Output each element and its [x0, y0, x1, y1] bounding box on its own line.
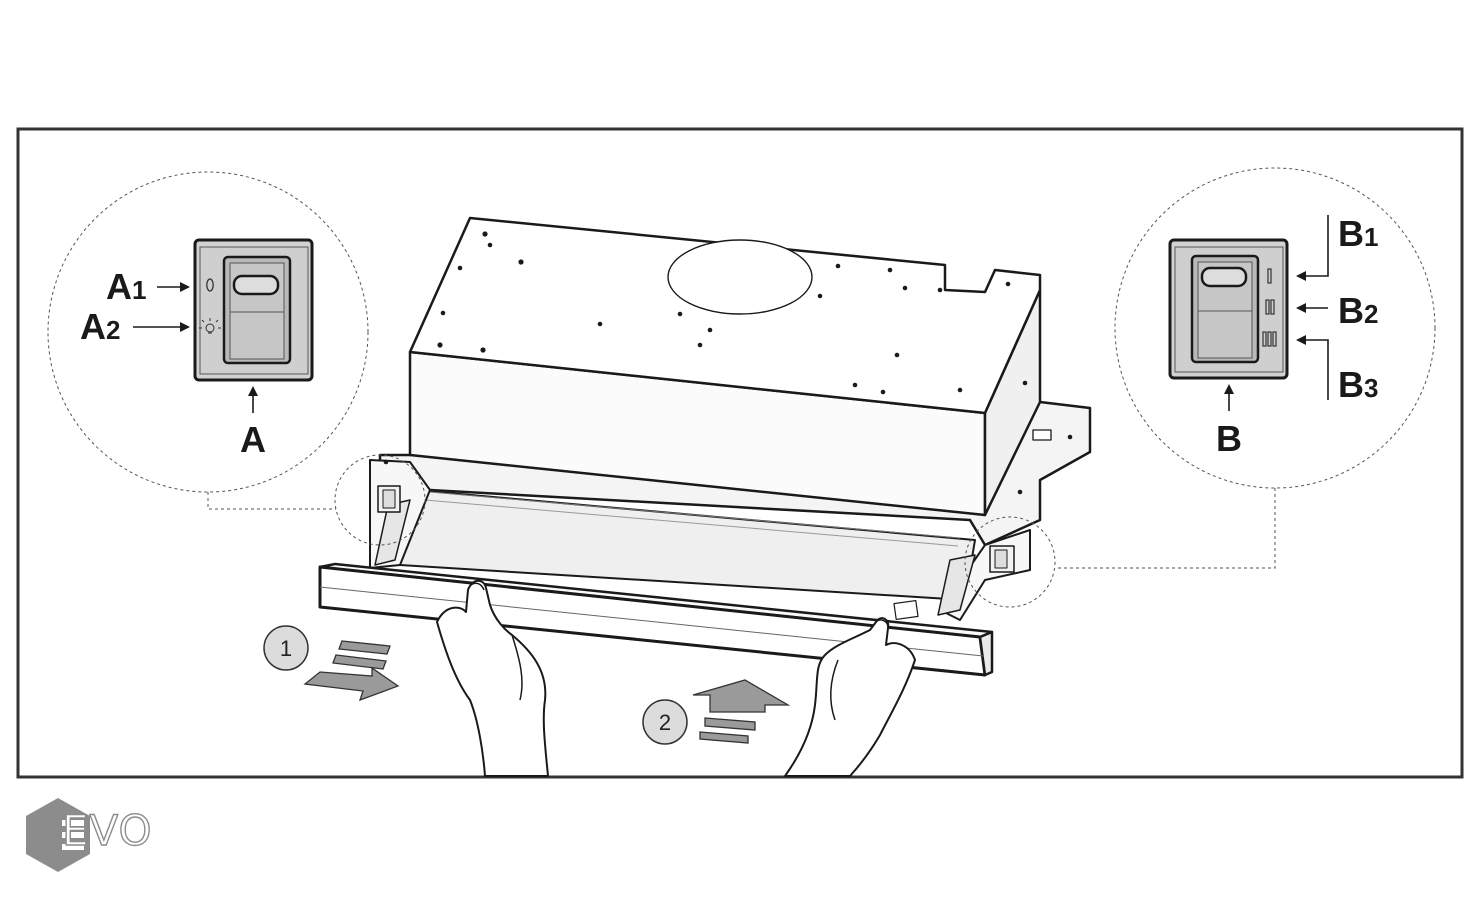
speed-marks-icon — [1262, 268, 1277, 347]
pull-arrow-icon — [338, 640, 391, 655]
label-b-arrow-icon — [1224, 384, 1234, 394]
push-arrow-icon — [692, 679, 791, 713]
evo-logo-hex-icon — [26, 798, 90, 872]
step-1: 1 — [263, 625, 400, 702]
label-b2-arrow-icon — [1296, 303, 1306, 313]
switch-b-detail-circle — [1114, 167, 1436, 489]
switch-a-detail-circle — [47, 171, 369, 493]
label-b: B — [1216, 418, 1242, 459]
label-b3-arrow-icon — [1296, 335, 1306, 345]
step-1-circle — [263, 625, 309, 671]
label-a1: A1 — [106, 266, 146, 307]
label-a-arrow-icon — [248, 386, 258, 396]
hands — [436, 579, 916, 777]
label-a2-arrow-icon — [180, 322, 190, 332]
label-b2: B2 — [1338, 290, 1378, 331]
switch-a-detail: A1 A2 A — [47, 171, 426, 546]
label-b3: B3 — [1338, 364, 1378, 405]
label-a2: A2 — [80, 306, 120, 347]
label-b1: B1 — [1338, 213, 1378, 254]
step-1-number: 1 — [280, 636, 292, 661]
light-bulb-icon — [199, 318, 221, 334]
evo-logo-text: EVO — [61, 805, 153, 855]
cooker-hood — [318, 216, 1092, 677]
label-a1-arrow-icon — [180, 282, 190, 292]
duct-outlet — [667, 239, 813, 315]
off-position-icon — [206, 278, 214, 292]
switch-b-detail: B1 B2 B3 B — [964, 167, 1436, 608]
label-b1-arrow-icon — [1296, 271, 1306, 281]
hood-box-top — [408, 216, 1042, 415]
step-2-circle — [642, 699, 688, 745]
label-a: A — [240, 419, 266, 460]
step-2: 2 — [642, 679, 791, 745]
step-2-number: 2 — [659, 710, 671, 735]
